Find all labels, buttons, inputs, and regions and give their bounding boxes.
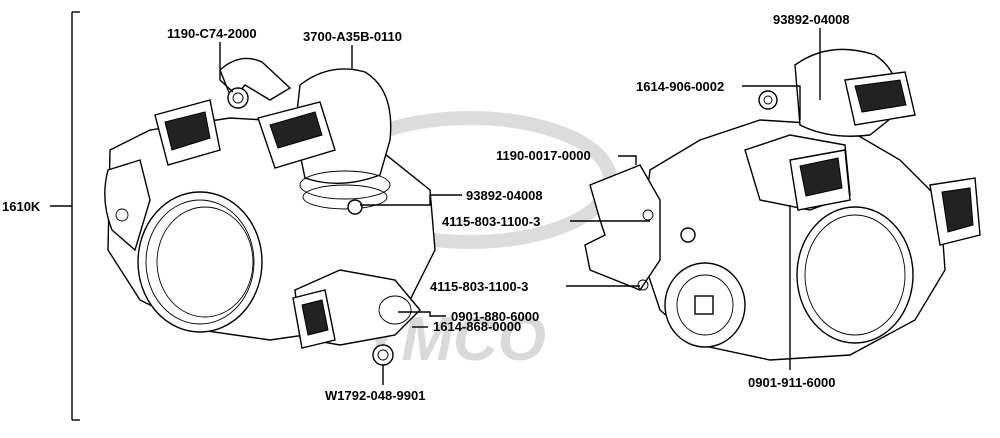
- left-bracket-nut: [227, 87, 249, 109]
- callout-3700-a35b-0110: 3700-A35B-0110: [303, 29, 402, 44]
- callout-93892-04008-right: 93892-04008: [773, 12, 850, 27]
- leader-c3: [360, 194, 462, 206]
- right-leader-lines: [566, 28, 821, 370]
- leader-c1: [219, 42, 234, 93]
- left-actuator-collar: [299, 170, 391, 200]
- callout-1190-c74-2000: 1190-C74-2000: [167, 26, 257, 41]
- right-top-connector-socket: [854, 79, 907, 113]
- right-bracket-hole-1: [642, 209, 654, 221]
- callout-4115-803-1100-3-lower: 4115-803-1100-3: [430, 279, 528, 294]
- left-cam-hole: [115, 208, 129, 222]
- right-throttle-body: [584, 48, 981, 361]
- left-throttle-body: [104, 57, 436, 366]
- left-tps-socket: [301, 299, 329, 336]
- right-port-rim: [676, 274, 734, 336]
- right-small-screw: [680, 227, 696, 243]
- left-injector-socket: [164, 111, 211, 151]
- left-top-connector-socket: [269, 111, 323, 149]
- right-callouts: 93892-04008 1614-906-0002 1190-0017-0000…: [430, 12, 850, 390]
- right-side-connector-socket: [941, 187, 974, 233]
- right-bracket: [584, 164, 661, 291]
- left-callouts: 1190-C74-2000 3700-A35B-0110 93892-04008…: [167, 26, 543, 403]
- callout-1614-868-0000: 1614-868-0000: [433, 319, 521, 334]
- callout-4115-803-1100-3-upper: 4115-803-1100-3: [442, 214, 540, 229]
- right-bore-face: [796, 206, 914, 344]
- left-tps-screw: [372, 344, 394, 366]
- leader-r3: [618, 155, 637, 165]
- assembly-label: 1610K: [2, 199, 41, 214]
- left-bore-rim: [145, 199, 255, 325]
- callout-w1792-048-9901: W1792-048-9901: [325, 388, 425, 403]
- callout-1614-906-0002: 1614-906-0002: [636, 79, 724, 94]
- leader-c4: [398, 311, 446, 317]
- left-bracket-nut-hole: [232, 92, 244, 104]
- left-bore-inner: [156, 206, 254, 318]
- left-leader-lines: [219, 42, 462, 385]
- left-actuator-collar-2: [302, 184, 388, 210]
- left-throttle-cam: [104, 159, 151, 252]
- left-screw: [347, 199, 363, 215]
- callout-0901-880-6000: 0901-880-6000: [451, 309, 539, 324]
- left-tps-oring: [378, 295, 412, 325]
- left-bore-face: [137, 191, 263, 333]
- right-nut: [758, 90, 778, 110]
- right-tps-socket: [799, 157, 843, 197]
- leader-r2: [742, 85, 801, 120]
- callout-0901-911-6000: 0901-911-6000: [748, 375, 835, 390]
- assembly-bracket: 1610K: [2, 11, 80, 421]
- callout-93892-04008-left: 93892-04008: [466, 188, 543, 203]
- left-tps-screw-head: [377, 349, 389, 361]
- right-bore-rim: [804, 214, 906, 336]
- right-port-square: [694, 295, 714, 315]
- right-nut-hole: [763, 95, 773, 105]
- right-bracket-hole-2: [637, 279, 649, 291]
- callout-1190-0017-0000: 1190-0017-0000: [496, 148, 591, 163]
